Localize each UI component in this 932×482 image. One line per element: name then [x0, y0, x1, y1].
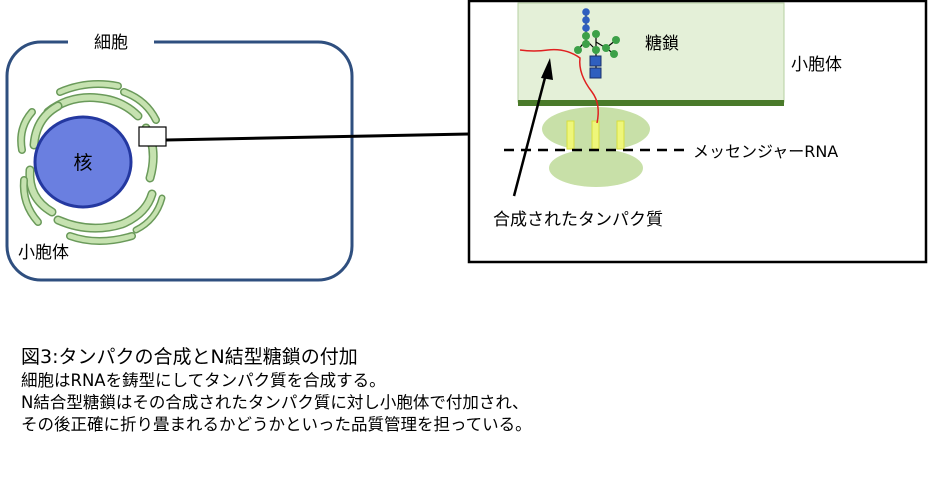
protein-arrowhead [541, 58, 553, 80]
cell: 細胞 核 小胞体 [5, 33, 354, 282]
glycan-mannose [612, 36, 620, 44]
zoom-panel: メッセンジャーRNA 糖鎖 小胞体 合成されたタンパク質 [467, 0, 928, 264]
glycan-mannose [610, 50, 618, 58]
glycan-mannose [582, 40, 590, 48]
glycan-mannose [602, 44, 610, 52]
caption-line: N結合型糖鎖はその合成されたタンパク質に対し小胞体で付加され、 [21, 393, 529, 412]
zoom-connector [165, 132, 470, 142]
glycan-glucose [582, 24, 590, 32]
er-label-zoom: 小胞体 [791, 55, 842, 75]
trna-group [566, 120, 625, 150]
glycan-tree [574, 8, 620, 79]
er-membrane [518, 100, 784, 106]
protein-arrow [512, 69, 549, 197]
glycan-glucose [582, 8, 590, 16]
ribosome-small-subunit [549, 149, 643, 187]
nucleus [33, 115, 133, 209]
peptide-chain [519, 48, 599, 124]
trna [591, 120, 600, 150]
caption-title: 図3:タンパクの合成とN結型糖鎖の付加 [21, 346, 358, 368]
glycan-core-square [589, 67, 602, 79]
trna [566, 120, 575, 150]
caption-line: 細胞はRNAを鋳型にしてタンパク質を合成する。 [21, 371, 386, 390]
glycan-mannose [574, 46, 582, 54]
glycan-label: 糖鎖 [645, 34, 679, 54]
zoom-source-box [138, 126, 167, 147]
figure-caption: 図3:タンパクの合成とN結型糖鎖の付加 細胞はRNAを鋳型にしてタンパク質を合成… [21, 344, 921, 436]
glycan-glucose [582, 16, 590, 24]
glycan-mannose [592, 30, 600, 38]
er-label-cell: 小胞体 [18, 243, 69, 263]
caption-line: その後正確に折り畳まれるかどうかといった品質管理を担っている。 [21, 415, 532, 434]
diagram-canvas: 細胞 核 小胞体 [5, 0, 928, 282]
er-lumen [517, 2, 785, 103]
glycan-mannose [592, 46, 600, 54]
glycan-core-square [589, 55, 602, 67]
cell-label: 細胞 [94, 33, 128, 53]
protein-label: 合成されたタンパク質 [493, 210, 663, 230]
trna [616, 120, 625, 150]
nucleus-label: 核 [73, 152, 92, 174]
mrna-label: メッセンジャーRNA [693, 142, 838, 161]
glycan-mannose [582, 32, 590, 40]
